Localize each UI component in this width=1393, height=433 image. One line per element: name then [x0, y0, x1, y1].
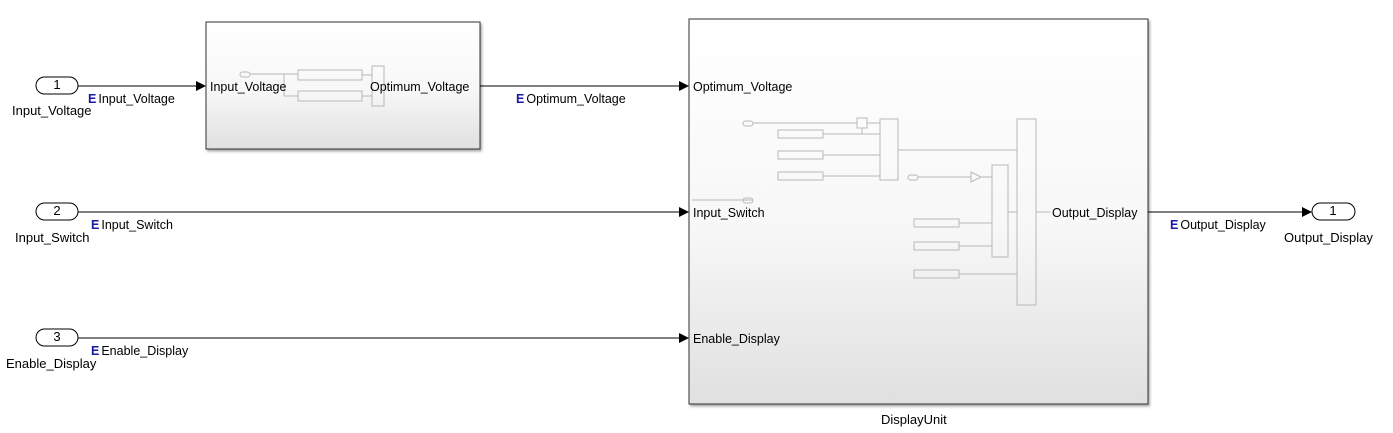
signal-marker-icon: E	[516, 92, 525, 106]
signal-label-text: Output_Display	[1180, 218, 1266, 232]
display-unit-name[interactable]: DisplayUnit	[881, 412, 947, 427]
inport-2-name: Input_Switch	[15, 230, 90, 245]
inport-3-number: 3	[53, 329, 61, 344]
display-unit-input-port-enable-display: Enable_Display	[693, 332, 780, 346]
signal-label-text: Optimum_Voltage	[526, 92, 626, 106]
inport-1-number: 1	[53, 77, 61, 92]
display-unit-output-port: Output_Display	[1052, 206, 1138, 220]
outport-1-block[interactable]	[1311, 202, 1356, 221]
signal-marker-icon: E	[1170, 218, 1179, 232]
display-unit-preview	[692, 117, 1050, 306]
signal-label-text: Input_Voltage	[98, 92, 175, 106]
subsystem-voltage-input-port: Input_Voltage	[210, 80, 287, 94]
outport-1-name: Output_Display	[1284, 230, 1373, 245]
inport-2-number: 2	[53, 203, 61, 218]
signal-marker-icon: E	[88, 92, 97, 106]
display-unit-input-port-input-switch: Input_Switch	[693, 206, 765, 220]
subsystem-voltage-output-port: Optimum_Voltage	[370, 80, 470, 94]
subsystem-voltage-preview	[239, 65, 385, 107]
inport-3-name: Enable_Display	[6, 356, 97, 371]
inport-1-name: Input_Voltage	[12, 103, 92, 118]
display-unit-input-port-optimum-voltage: Optimum_Voltage	[693, 80, 793, 94]
display-unit-block[interactable]	[688, 18, 1149, 405]
outport-1-number: 1	[1329, 203, 1337, 218]
signal-marker-icon: E	[91, 344, 100, 358]
signal-label-text: Enable_Display	[101, 344, 189, 358]
signal-label-text: Input_Switch	[101, 218, 173, 232]
subsystem-voltage-block[interactable]	[205, 21, 481, 150]
signal-marker-icon: E	[91, 218, 100, 232]
